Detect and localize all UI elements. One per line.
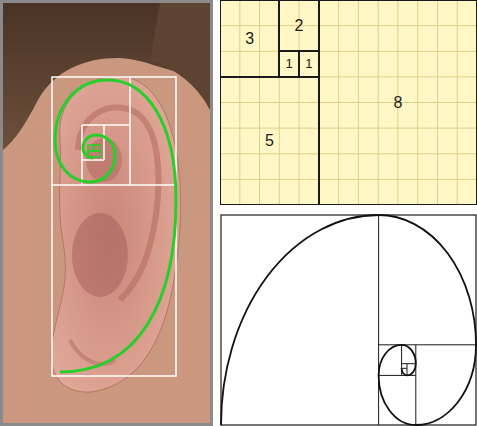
square-number: 1	[286, 57, 293, 71]
golden-spiral-figure	[221, 215, 476, 425]
square-number: 3	[245, 30, 254, 48]
fibonacci-square: 8	[319, 0, 477, 205]
square-number: 8	[393, 94, 402, 112]
square-divisions	[379, 215, 476, 425]
ear-concha	[72, 213, 128, 297]
square-number: 2	[295, 17, 304, 35]
fibonacci-grid	[220, 0, 477, 205]
fibonacci-square: 5	[220, 77, 319, 205]
skin-ground	[3, 3, 210, 423]
fibonacci-square: 1	[279, 51, 299, 77]
fibonacci-square: 1	[299, 51, 319, 77]
fibonacci-square: 3	[220, 0, 279, 77]
golden-spiral	[221, 215, 476, 425]
golden-rectangles	[52, 77, 176, 376]
golden-rectangle	[221, 215, 476, 425]
grid-lines	[220, 0, 477, 205]
square-number: 5	[265, 132, 274, 150]
grid-ground	[220, 0, 477, 205]
photo-frame	[0, 0, 213, 426]
square-number: 1	[305, 57, 312, 71]
green-spiral	[55, 80, 176, 372]
ear	[51, 76, 181, 392]
hair	[150, 3, 210, 110]
fibonacci-square: 2	[279, 0, 319, 51]
ear-photo	[0, 0, 213, 426]
green-squares	[88, 145, 100, 157]
